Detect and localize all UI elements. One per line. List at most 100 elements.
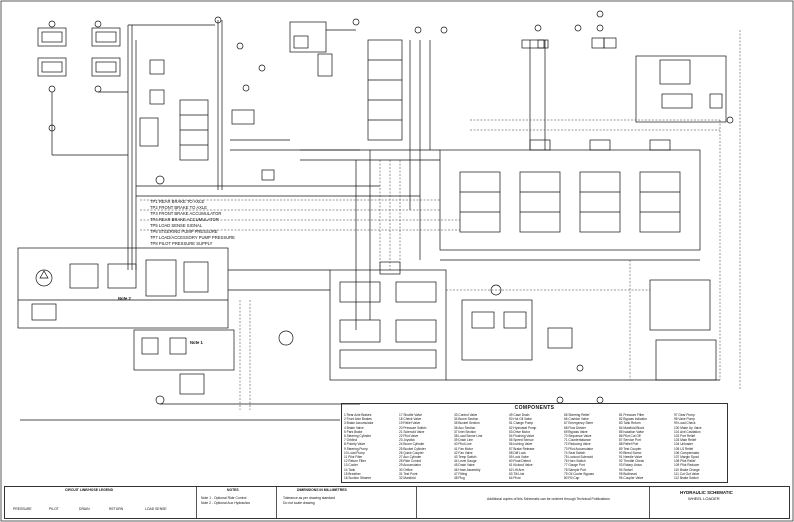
component-row: 44 Level Gauge bbox=[454, 459, 477, 464]
symbol-label: RETURN bbox=[109, 507, 124, 511]
component-row: 78 Sample Port bbox=[564, 467, 586, 472]
component-row: 15 Breather bbox=[344, 471, 361, 476]
test-point-1: TP1 REAR BRAKE TO AXLE bbox=[150, 199, 205, 204]
component-row: 66 Cushion Valve bbox=[564, 417, 589, 422]
component-row: 6 Steering Cylinder bbox=[344, 434, 372, 439]
component-row: 112 Brake Switch bbox=[674, 476, 699, 481]
component-row: 69 Bypass Valve bbox=[564, 429, 588, 434]
component-row: 30 Orifice bbox=[399, 467, 413, 472]
component-row: 18 Check Valve bbox=[399, 417, 422, 422]
component-row: 86 Pilot Cut Off bbox=[619, 434, 641, 439]
component-row: 48 Plug bbox=[454, 476, 465, 481]
component-row: 75 Lockout Solenoid bbox=[564, 455, 593, 460]
component-row: 89 Test Coupler bbox=[619, 446, 642, 451]
components-title: COMPONENTS bbox=[514, 405, 555, 411]
component-row: 46 Hose Assembly bbox=[454, 467, 481, 472]
component-row: 110 Brake Charge bbox=[674, 467, 700, 472]
component-row: 106 Compensator bbox=[674, 450, 700, 455]
component-row: 1 Rear Axle Brakes bbox=[344, 413, 372, 417]
component-row: 23 Joystick bbox=[399, 438, 415, 443]
drawing-title: HYDRAULIC SCHEMATIC bbox=[680, 490, 733, 495]
component-row: 26 Quick Coupler bbox=[399, 450, 424, 455]
component-row: 93 Rotary Union bbox=[619, 463, 643, 468]
component-row: 109 Pilot Reducer bbox=[674, 463, 700, 468]
component-row: 10 Load Pump bbox=[344, 450, 365, 455]
notes-cell: NOTES Note 1 - Optional Ride Control Not… bbox=[197, 487, 277, 518]
component-row: 94 Swivel bbox=[619, 467, 633, 472]
test-point-4: TP4 REAR BRAKE ACCUMULATOR bbox=[150, 217, 219, 222]
component-row: 63 Tilt Link bbox=[509, 471, 525, 476]
control-valve-bank bbox=[439, 10, 701, 261]
component-row: 11 Pilot Filter bbox=[344, 455, 363, 460]
brake-circuit bbox=[37, 16, 420, 270]
component-row: 14 Tank bbox=[344, 467, 356, 472]
component-row: 79 Oil Cooler Bypass bbox=[564, 471, 594, 476]
components-column-6: 81 Pressure Filter 82 Bypass Indicator 8… bbox=[619, 413, 673, 482]
note-2-label: Note 2 bbox=[118, 296, 131, 301]
dimensions-line: Tolerance as per drawing standard bbox=[283, 496, 336, 500]
component-row: 73 Pilot Accumulator bbox=[564, 446, 594, 451]
symbol-label: DRAIN bbox=[79, 507, 90, 511]
component-row: 54 Flushing Valve bbox=[509, 434, 535, 439]
component-row: 91 Needle Valve bbox=[619, 455, 643, 460]
component-row: 35 Bucket Section bbox=[454, 421, 480, 426]
component-row: 12 Return Filter bbox=[344, 459, 366, 464]
pilot-joystick-circuit bbox=[278, 261, 720, 404]
component-row: 82 Bypass Indicator bbox=[619, 417, 647, 422]
component-row: 28 Ride Control bbox=[399, 459, 422, 464]
test-point-5: TP5 LOAD SENSE SIGNAL bbox=[150, 223, 203, 228]
component-row: 3 Brake Accumulator bbox=[344, 421, 374, 426]
component-row: 20 Pressure Switch bbox=[399, 425, 427, 430]
component-row: 100 Make Up Valve bbox=[674, 425, 702, 430]
component-row: 103 Main Relief bbox=[674, 438, 697, 443]
components-column-1: 1 Rear Axle Brakes 2 Front Axle Brakes 3… bbox=[344, 413, 398, 482]
component-row: 111 Cut Out Valve bbox=[674, 471, 700, 476]
component-row: 7 Orbitrol bbox=[344, 438, 358, 443]
component-row: 17 Shuttle Valve bbox=[399, 413, 422, 417]
component-row: 56 Inching Valve bbox=[509, 442, 533, 447]
notes-line: Note 1 - Optional Ride Control bbox=[201, 496, 247, 500]
component-row: 99 Load Check bbox=[674, 421, 696, 426]
component-row: 8 Priority Valve bbox=[344, 442, 366, 447]
component-row: 85 Isolation Valve bbox=[619, 429, 644, 434]
symbol-label: PRESSURE bbox=[13, 507, 32, 511]
component-row: 49 Case Drain bbox=[509, 413, 530, 417]
dimensions-title: DIMENSIONS IN MILLIMETRES bbox=[297, 488, 347, 492]
component-row: 71 Counterbalance bbox=[564, 438, 591, 443]
dimensions-cell: DIMENSIONS IN MILLIMETRES Tolerance as p… bbox=[277, 487, 417, 518]
component-row: 57 Brake Release bbox=[509, 446, 535, 451]
pump-circuit bbox=[17, 247, 360, 421]
component-row: 55 Speed Sensor bbox=[509, 438, 534, 443]
component-row: 9 Steering Pump bbox=[344, 446, 368, 451]
title-remark: Additional copies of this Schematic can … bbox=[487, 497, 610, 501]
component-row: 16 Suction Strainer bbox=[344, 476, 372, 481]
component-row: 61 Kickout Valve bbox=[509, 463, 533, 468]
component-row: 68 Flow Divider bbox=[564, 425, 586, 430]
component-row: 22 Pilot Valve bbox=[399, 434, 419, 439]
component-row: 95 Bulkhead bbox=[619, 471, 637, 476]
component-row: 36 Aux Section bbox=[454, 425, 476, 430]
test-point-3: TP3 FRONT BRAKE ACCUMULATOR bbox=[150, 211, 222, 216]
symbol-label: PILOT bbox=[49, 507, 59, 511]
component-row: 62 Lift Arm bbox=[509, 467, 525, 472]
test-point-6: TP6 STEERING PUMP PRESSURE bbox=[150, 229, 218, 234]
component-row: 65 Steering Relief bbox=[564, 413, 590, 417]
components-table: COMPONENTS 1 Rear Axle Brakes 2 Front Ax… bbox=[341, 403, 728, 483]
component-row: 37 Inlet Section bbox=[454, 429, 476, 434]
test-point-8: TP8 PILOT PRESSURE SUPPLY bbox=[150, 241, 213, 246]
component-row: 105 LS Relief bbox=[674, 446, 694, 451]
component-row: 59 Lock Valve bbox=[509, 455, 529, 460]
component-row: 90 Bleed Screw bbox=[619, 450, 642, 455]
component-row: 39 Drain Line bbox=[454, 438, 473, 443]
component-row: 104 Unloader bbox=[674, 442, 694, 447]
component-row: 60 Float Detent bbox=[509, 459, 531, 464]
component-row: 81 Pressure Filter bbox=[619, 413, 645, 417]
note-1-label: Note 1 bbox=[190, 340, 203, 345]
hydraulic-lines-dashed bbox=[140, 30, 741, 410]
drawing-subtitle: WHEEL LOADER bbox=[688, 496, 720, 501]
component-row: 41 Fan Motor bbox=[454, 446, 473, 451]
component-row: 84 Manifold Block bbox=[619, 425, 645, 430]
components-column-7: 97 Gear Pump 98 Vane Pump 99 Load Check … bbox=[674, 413, 728, 482]
symbol-label: LOAD SENSE bbox=[145, 507, 167, 511]
